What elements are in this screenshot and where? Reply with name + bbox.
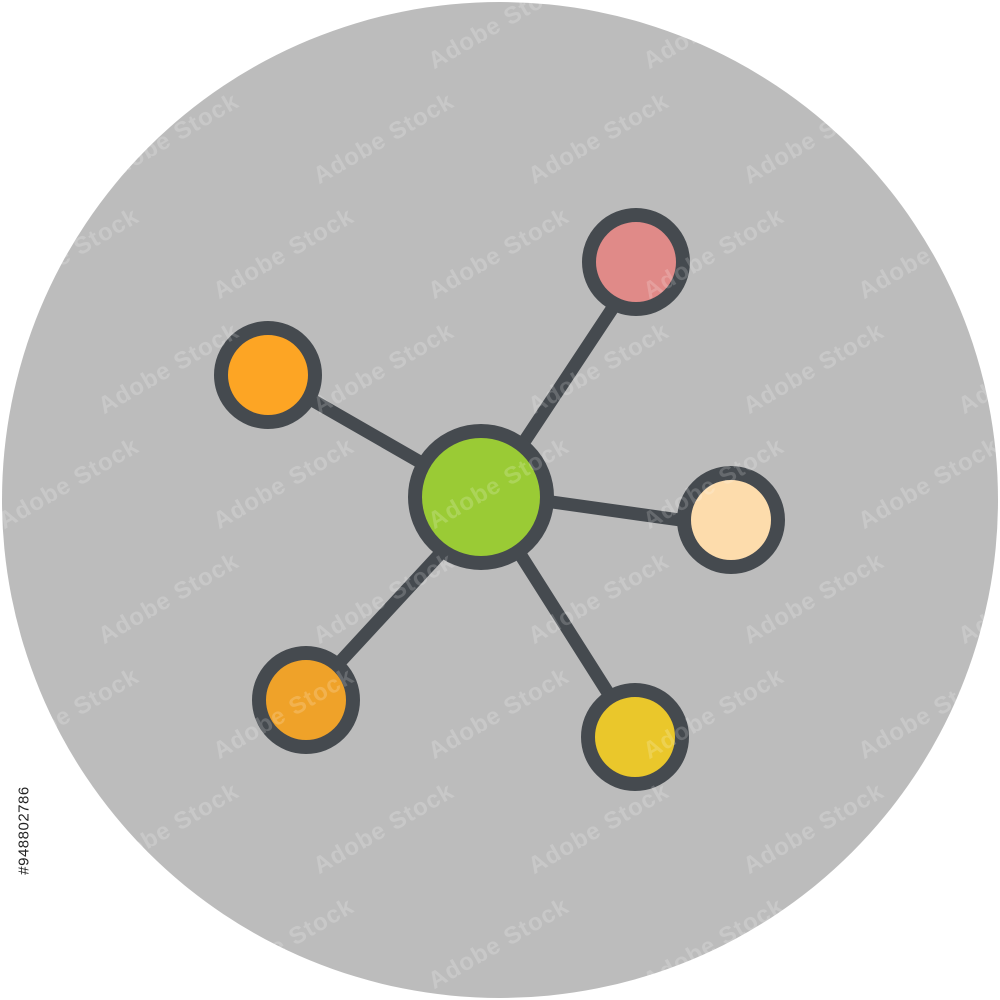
stock-id-text: #948802786 <box>15 785 33 875</box>
connection-line-right <box>545 495 687 527</box>
node-right <box>677 466 785 574</box>
connection-line-bottom-right <box>513 547 617 703</box>
stock-id-label: #948802786 <box>14 760 34 900</box>
connection-lines <box>305 299 687 703</box>
connection-line-top-right <box>513 299 621 455</box>
node-bottom-left <box>252 646 360 754</box>
hub-node <box>408 424 554 570</box>
connection-line-bottom-left <box>333 549 445 669</box>
connection-line-left <box>305 393 427 469</box>
network-nodes <box>214 208 785 791</box>
node-bottom-right <box>581 683 689 791</box>
node-left <box>214 321 322 429</box>
node-top-right <box>582 208 690 316</box>
